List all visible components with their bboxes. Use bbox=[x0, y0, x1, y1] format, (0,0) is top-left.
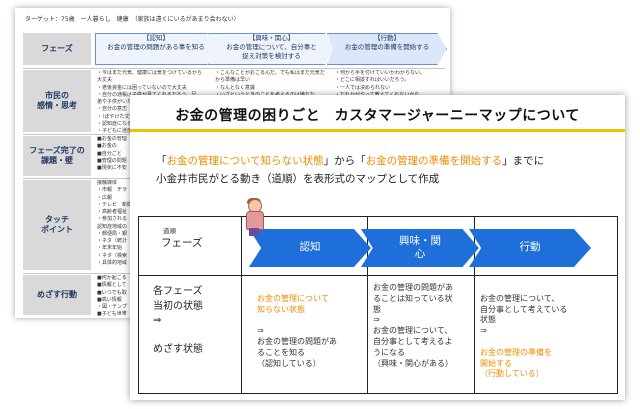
target-line: ターゲット：75歳 一人暮らし 健康 （家族は遠くにいるがあまり会わない） bbox=[25, 16, 240, 23]
row-label-feelings: 市民の 感情・思考 bbox=[23, 70, 91, 132]
state-action-initial: お金の管理について、 自分事として考えている 状態 ⇒ bbox=[480, 293, 568, 336]
state-awareness-initial: お金の管理について 知らない状態 bbox=[257, 293, 329, 314]
phase-table: 道順 フェーズ 認知 興味・関 心 行動 各フェーズ 当初の状態 ⇒ めざす状態… bbox=[138, 216, 618, 394]
elderly-person-icon bbox=[243, 198, 265, 237]
explanation-front-slide: お金の管理の困りごと カスタマージャーニーマップについて 「お金の管理について知… bbox=[130, 95, 625, 400]
state-action: お金の管理について、 自分事として考えている 状態 ⇒ お金の管理の準備を 開始… bbox=[480, 283, 612, 391]
phase-chevron-awareness: 認知 bbox=[249, 229, 371, 267]
quote-open: 「 bbox=[156, 155, 167, 167]
description-line-2: 小金井市民がとる動き（道順）を表形式のマップとして作成 bbox=[156, 172, 440, 185]
phase-chevron-action: 行動 bbox=[469, 229, 591, 267]
desc-connector: 」から「 bbox=[323, 155, 366, 167]
cell-goal-awareness: ■何か起こる ■情報として ■いつでも取 ■高い情報 ・図・テンプ ■子ども世帯 bbox=[97, 275, 127, 317]
state-awareness: お金の管理について 知らない状態 ⇒ お金の管理の問題があ ることを知る （認知… bbox=[257, 283, 365, 380]
row-label-goal-action: めざす行動 bbox=[23, 275, 91, 315]
row-label-issues: フェーズ完了の 課題・壁 bbox=[23, 136, 91, 176]
slide-description: 「お金の管理について知らない状態」から「お金の管理の準備を開始する」までに 小金… bbox=[156, 153, 544, 189]
route-label: 道順 bbox=[163, 227, 176, 235]
desc-highlight-start: お金の管理について知らない状態 bbox=[166, 155, 324, 167]
state-row-label: 各フェーズ 当初の状態 ⇒ めざす状態 bbox=[153, 286, 203, 355]
header-awareness: 【認知】 お金の管理の問題がある事を知る bbox=[95, 33, 217, 65]
header-action: 【行動】 お金の管理の準備を開始する bbox=[327, 33, 447, 65]
state-awareness-goal: ⇒ お金の管理の問題があ ることを知る （認知している） bbox=[257, 326, 337, 368]
slide-title: お金の管理の困りごと カスタマージャーニーマップについて bbox=[175, 108, 580, 124]
desc-highlight-end: お金の管理の準備を開始する bbox=[365, 155, 503, 167]
row-label-touchpoints: タッチ ポイント bbox=[23, 180, 91, 270]
row-label-phase: フェーズ bbox=[23, 33, 91, 65]
cell-issues-awareness: ■お金の管理 ■お金の ■自分ごと ■管理の問題 ■現状に不安 bbox=[97, 136, 127, 171]
cell-touchpoints-awareness: 接触媒体 ・市報 チラ ・広報 ・テレビ 新聞 ・高齢者福祉 ・参加される 認知… bbox=[97, 180, 133, 266]
state-action-goal: お金の管理の準備を 開始する （行動している） bbox=[480, 347, 552, 379]
column-divider bbox=[474, 217, 475, 393]
desc-tail: 」までに bbox=[502, 155, 545, 167]
phase-chevron-interest: 興味・関 心 bbox=[361, 229, 479, 267]
cell-feelings-action: ・何から手を付けていいかわからない。 ・どこに相談すればいいだろう。 ・一人では… bbox=[335, 70, 426, 98]
divider bbox=[23, 68, 445, 69]
column-divider bbox=[241, 217, 242, 393]
state-interest: お金の管理の問題があ ることは知っている状 態 ⇒ お金の管理について、 自分事… bbox=[373, 283, 453, 368]
header-interest: 【興味・関心】 お金の管理について、自分事と 捉え対策を検討する bbox=[208, 33, 335, 65]
phase-label: フェーズ bbox=[161, 237, 203, 249]
row-divider bbox=[139, 275, 617, 276]
description-line-1: 「お金の管理について知らない状態」から「お金の管理の準備を開始する」までに bbox=[156, 153, 544, 171]
column-divider bbox=[367, 217, 368, 393]
title-underline bbox=[130, 129, 625, 132]
